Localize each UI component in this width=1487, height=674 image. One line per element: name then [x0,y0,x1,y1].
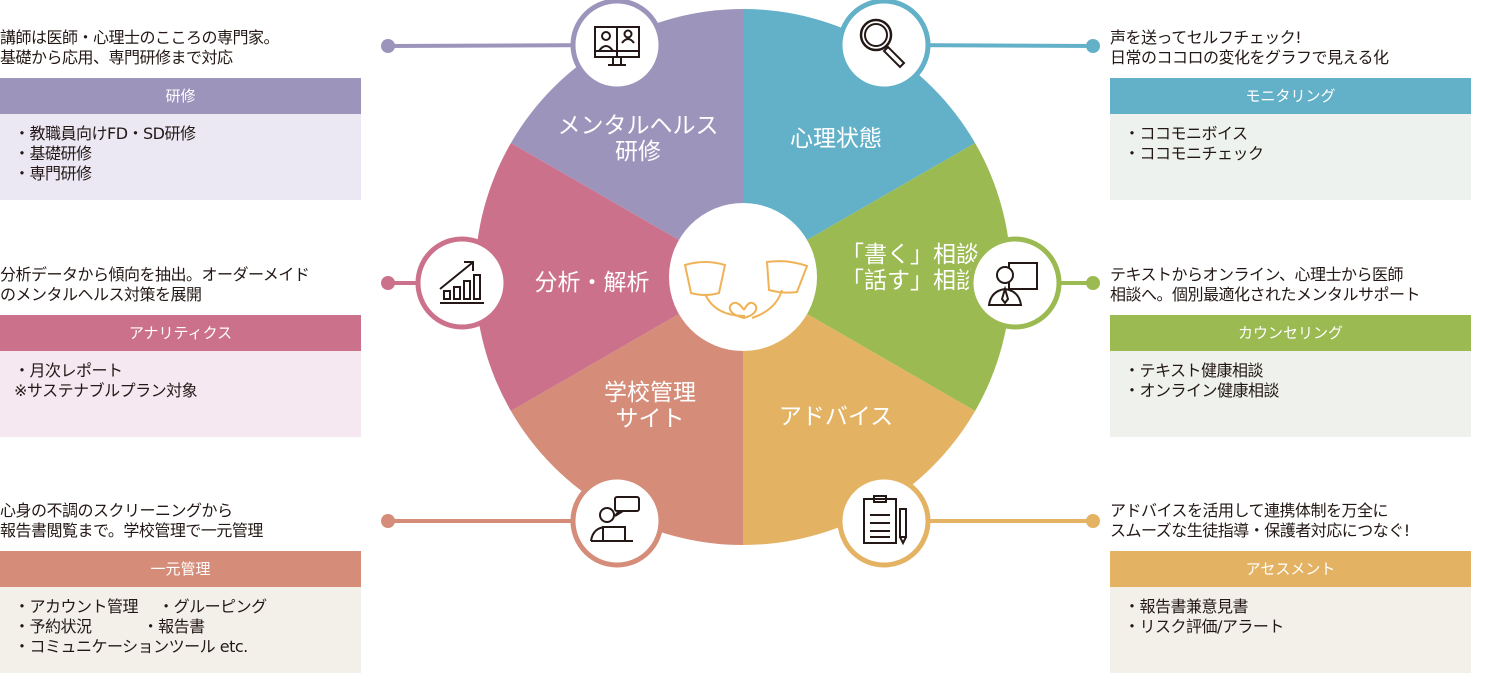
connector-dot [381,39,395,53]
description-line: 基礎から応用、専門研修まで対応 [0,48,233,67]
magnifier-icon [859,18,906,69]
description-line: 報告書閲覧まで。学校管理で一元管理 [0,521,263,540]
panel-items: ・報告書兼意見書 ・リスク評価/アラート [1110,587,1471,673]
wheel-segment-consult [743,143,1011,411]
panel-box: カウンセリング・テキスト健康相談 ・オンライン健康相談 [1110,315,1471,437]
panel-title: 一元管理 [0,551,361,587]
panel-items: ・月次レポート ※サステナブルプラン対象 [0,351,361,437]
panel-items: ・アカウント管理 ・グルーピング ・予約状況 ・報告書 ・コミュニケーションツー… [0,587,361,673]
description-line: 相談へ。個別最適化されたメンタルサポート [1110,285,1421,304]
center-circle [669,203,817,351]
clipboard-icon [863,495,907,546]
icon-circle [570,474,664,568]
description-line: スムーズな生徒指導・保護者対応につなぐ! [1110,521,1410,540]
segment-label-school-site: 学校管理サイト [604,380,696,432]
panel-title: アセスメント [1110,551,1471,587]
segment-label-consult: 「書く」相談「話す」相談 [841,242,979,294]
panel-box: 一元管理・アカウント管理 ・グルーピング ・予約状況 ・報告書 ・コミュニケーシ… [0,551,361,673]
panel-description: 分析データから傾向を抽出。オーダーメイドのメンタルヘルス対策を展開 [0,265,310,305]
wheel-segment-analysis [475,143,743,411]
panel-box: アセスメント・報告書兼意見書 ・リスク評価/アラート [1110,551,1471,673]
panel-description: テキストからオンライン、心理士から医師相談へ。個別最適化されたメンタルサポート [1110,265,1421,305]
panel-items: ・ココモニボイス ・ココモニチェック [1110,114,1471,200]
connector-dot [1086,514,1100,528]
description-line: テキストからオンライン、心理士から医師 [1110,265,1404,284]
segment-label-advice: アドバイス [779,404,893,430]
panel-title: モニタリング [1110,78,1471,114]
paper-cup-phone-heart-icon [683,260,809,320]
panel-items: ・教職員向けFD・SD研修 ・基礎研修 ・専門研修 [0,114,361,200]
description-line: 分析データから傾向を抽出。オーダーメイド [0,265,310,284]
panel-description: アドバイスを活用して連携体制を万全にスムーズな生徒指導・保護者対応につなぐ! [1110,501,1410,541]
panel-description: 心身の不調のスクリーニングから報告書閲覧まで。学校管理で一元管理 [0,501,263,541]
connector-dot [381,514,395,528]
wheel-segment-school-site [510,277,743,545]
connector-dot [1086,276,1100,290]
connector-dot [1086,39,1100,53]
panel-title: カウンセリング [1110,315,1471,351]
icon-circle [837,474,931,568]
description-line: アドバイスを活用して連携体制を万全に [1110,501,1389,520]
panel-box: モニタリング・ココモニボイス ・ココモニチェック [1110,78,1471,200]
wheel-segment-advice [743,277,976,545]
counselor-icon [987,262,1038,306]
segment-label-mental-state: 心理状態 [790,126,882,152]
panel-title: アナリティクス [0,315,361,351]
video-conference-icon [594,26,640,66]
panel-box: アナリティクス・月次レポート ※サステナブルプラン対象 [0,315,361,437]
growth-chart-icon [439,261,484,304]
panel-items: ・テキスト健康相談 ・オンライン健康相談 [1110,351,1471,437]
connector-dot [381,276,395,290]
segment-label-training: メンタルヘルス研修 [558,113,719,165]
panel-title: 研修 [0,78,361,114]
panel-box: 研修・教職員向けFD・SD研修 ・基礎研修 ・専門研修 [0,78,361,200]
description-line: 心身の不調のスクリーニングから [0,501,233,520]
segment-label-analysis: 分析・解析 [535,270,650,296]
description-line: 声を送ってセルフチェック! [1110,28,1302,47]
icon-circle [837,0,931,92]
person-laptop-chat-icon [590,496,640,542]
icon-circle [968,236,1062,330]
description-line: のメンタルヘルス対策を展開 [0,285,202,304]
wheel-segment-training [510,9,743,277]
icon-circle [415,236,509,330]
panel-description: 声を送ってセルフチェック!日常のココロの変化をグラフで見える化 [1110,28,1389,68]
panel-description: 講師は医師・心理士のこころの専門家。基礎から応用、専門研修まで対応 [0,28,280,68]
description-line: 日常のココロの変化をグラフで見える化 [1110,48,1389,67]
description-line: 講師は医師・心理士のこころの専門家。 [0,28,280,47]
